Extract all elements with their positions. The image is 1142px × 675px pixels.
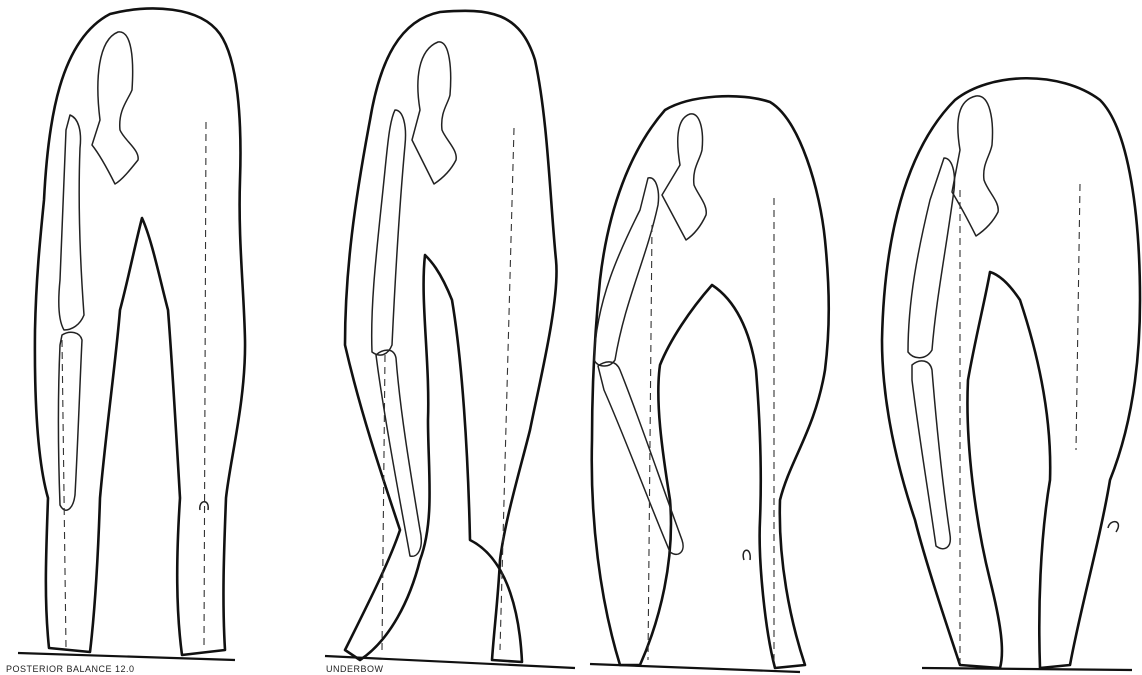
panel-2-femur <box>372 110 406 355</box>
panel-3-pelvis <box>662 114 706 240</box>
panel-4-pelvis <box>952 96 998 236</box>
panel-3-body-outline <box>592 96 829 668</box>
panel-1-straight-limbs <box>18 9 245 660</box>
caption-panel-1: POSTERIOR BALANCE 12.0 <box>6 664 135 674</box>
panel-3-hock-mark <box>743 550 750 560</box>
panel-1-pelvis <box>92 32 138 184</box>
panel-1-plumb-line-left <box>62 340 66 648</box>
panel-1-body-outline <box>35 9 245 655</box>
panel-4-body-outline <box>882 78 1140 668</box>
panel-4-ground-line <box>922 668 1132 670</box>
panel-3-femur <box>594 178 659 366</box>
panel-3-bow-legs <box>590 96 829 672</box>
caption-panel-2: UNDERBOW <box>326 664 384 674</box>
panel-4-tibia <box>912 361 950 549</box>
panel-1-ground-line <box>18 653 235 660</box>
panel-4-femur <box>908 158 955 358</box>
panel-4-hock-mark <box>1108 522 1118 532</box>
panel-2-pelvis <box>412 42 456 184</box>
panel-3-plumb-line-left <box>648 225 652 660</box>
panel-4-wide-limbs <box>882 78 1140 670</box>
panel-2-body-outline <box>345 11 557 662</box>
panel-3-ground-line <box>590 664 800 672</box>
panel-1-plumb-line-right <box>204 122 206 648</box>
panel-4-plumb-line-right <box>1076 184 1080 450</box>
panel-2-knock-knees <box>325 11 575 668</box>
panel-1-femur <box>59 115 84 330</box>
